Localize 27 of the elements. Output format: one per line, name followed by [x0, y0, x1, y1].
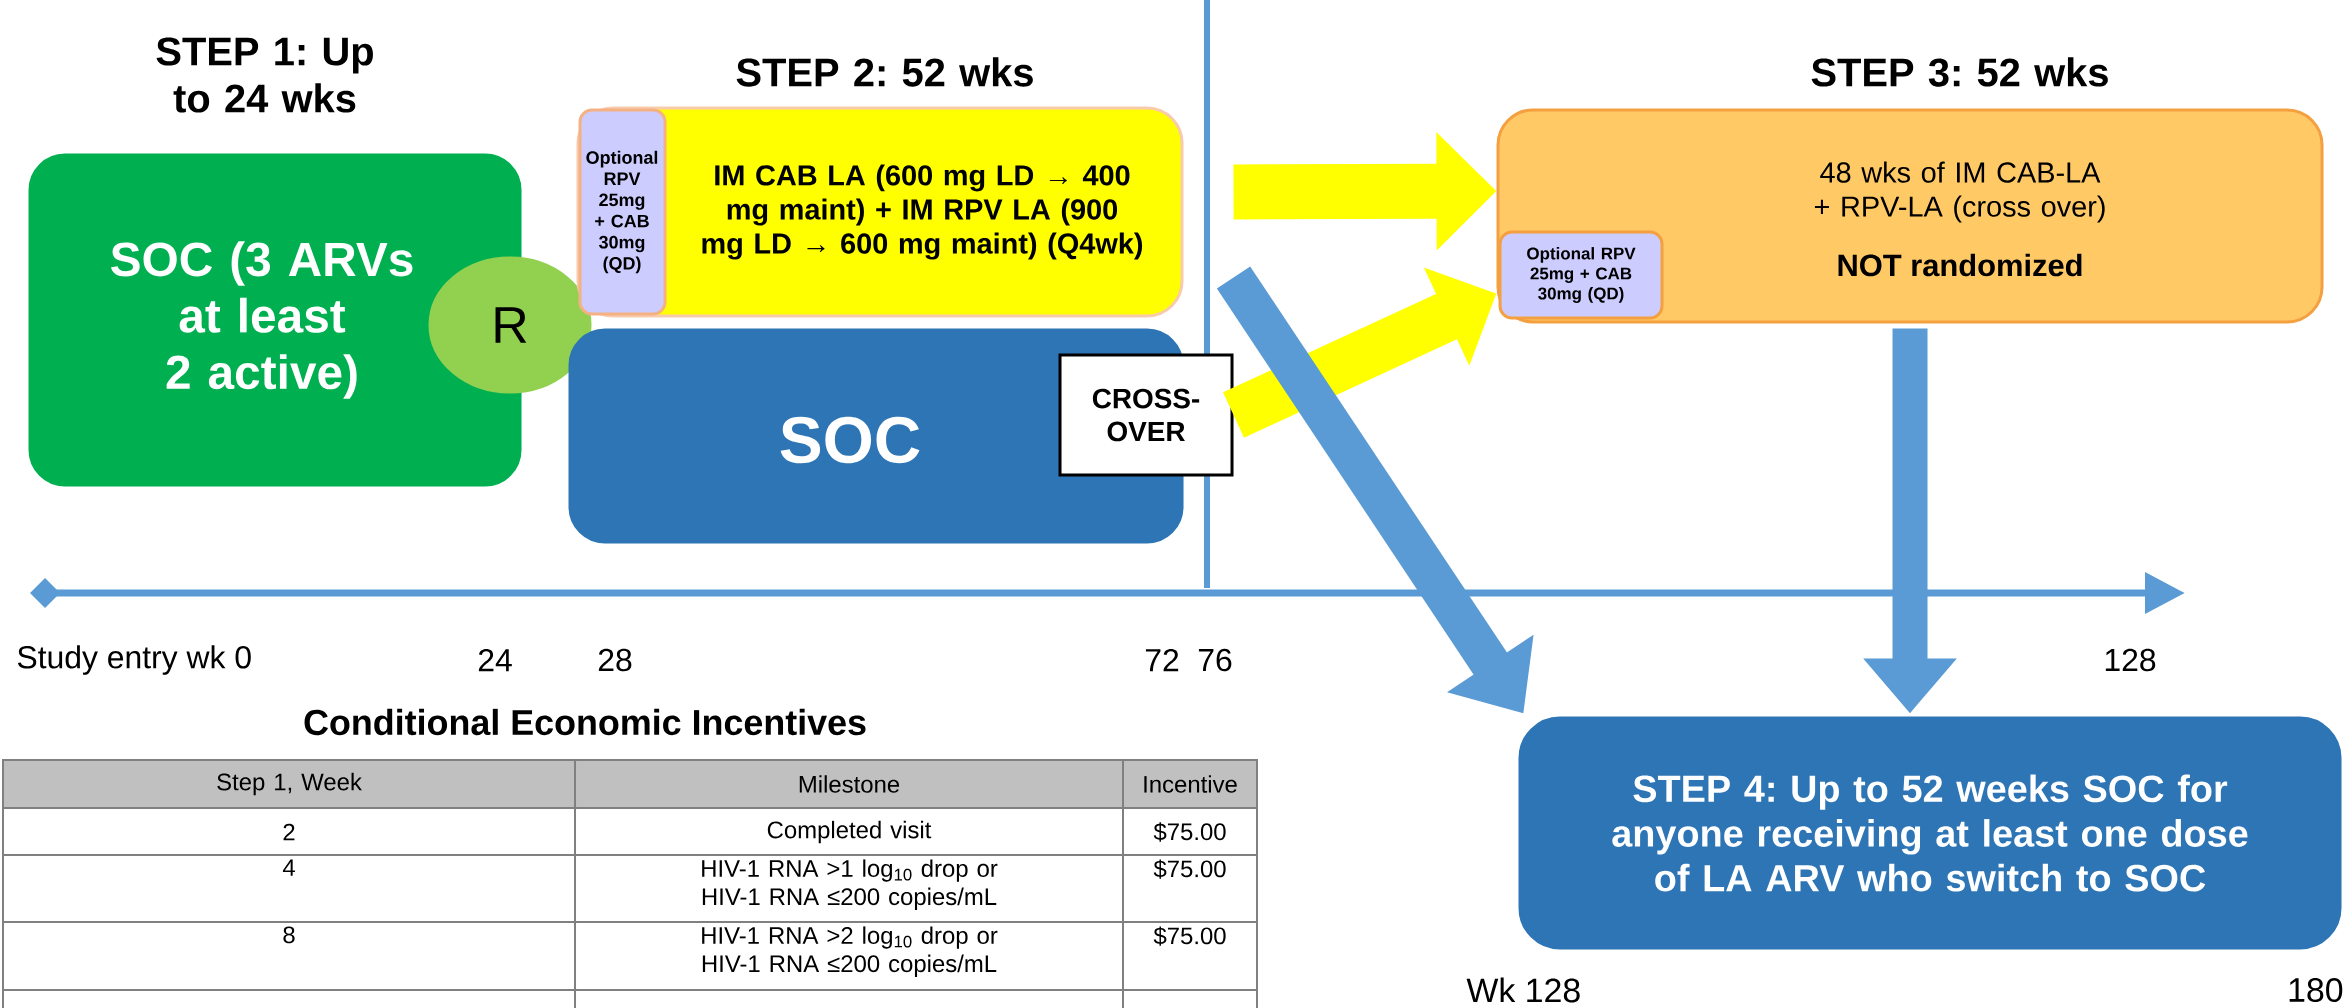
- table-entry: HIV-1 RNA >1 log$_{10}$ drop or HIV-1 RNA ≤200 copies/mL: [702, 859, 998, 910]
- table-entry: 4: [282, 859, 295, 876]
- option-box: Optional RPV 25mg + CAB 30mg (QD): [578, 108, 667, 316]
- axis-label: 72: [1145, 648, 1179, 672]
- column-header: Milestone: [799, 775, 900, 793]
- phase-box: STEP 4: Up to 52 weeks SOC for anyone receiving at least one dose of LA ARV who switch to SOC: [1518, 716, 2342, 950]
- table-entry: 8: [283, 926, 295, 944]
- column-header: Incentive: [1144, 775, 1237, 793]
- axis-label: 28: [598, 648, 632, 672]
- table-entry: 2: [283, 823, 295, 841]
- step-heading: STEP 3: 52 wks: [1811, 57, 2108, 87]
- column-header: Step 1, Week: [217, 772, 362, 796]
- table-entry: Completed visit: [767, 820, 932, 844]
- axis-label: 24: [478, 648, 512, 672]
- crossover-box: CROSS-OVER: [1058, 353, 1234, 477]
- axis-label: Wk 128: [1466, 977, 1580, 1003]
- table-entry: $75.00: [1153, 822, 1226, 842]
- table-entry: HIV-1 RNA >2 log$_{10}$ drop or HIV-1 RNA ≤200 copies/mL: [702, 926, 998, 977]
- axis-label: Study entry wk 0: [17, 645, 251, 675]
- option-box: Optional RPV 25mg + CAB 30mg (QD): [1498, 230, 1664, 320]
- axis-label: 76: [1198, 648, 1232, 672]
- axis-label: 128: [2105, 648, 2156, 672]
- table-entry: $75.00: [1153, 859, 1226, 879]
- table-title: Conditional Economic Incentives: [304, 708, 866, 736]
- step-heading: STEP 1: Up to 24 wks: [156, 37, 373, 113]
- table-entry: $75.00: [1153, 926, 1226, 946]
- step-heading: STEP 2: 52 wks: [736, 57, 1033, 87]
